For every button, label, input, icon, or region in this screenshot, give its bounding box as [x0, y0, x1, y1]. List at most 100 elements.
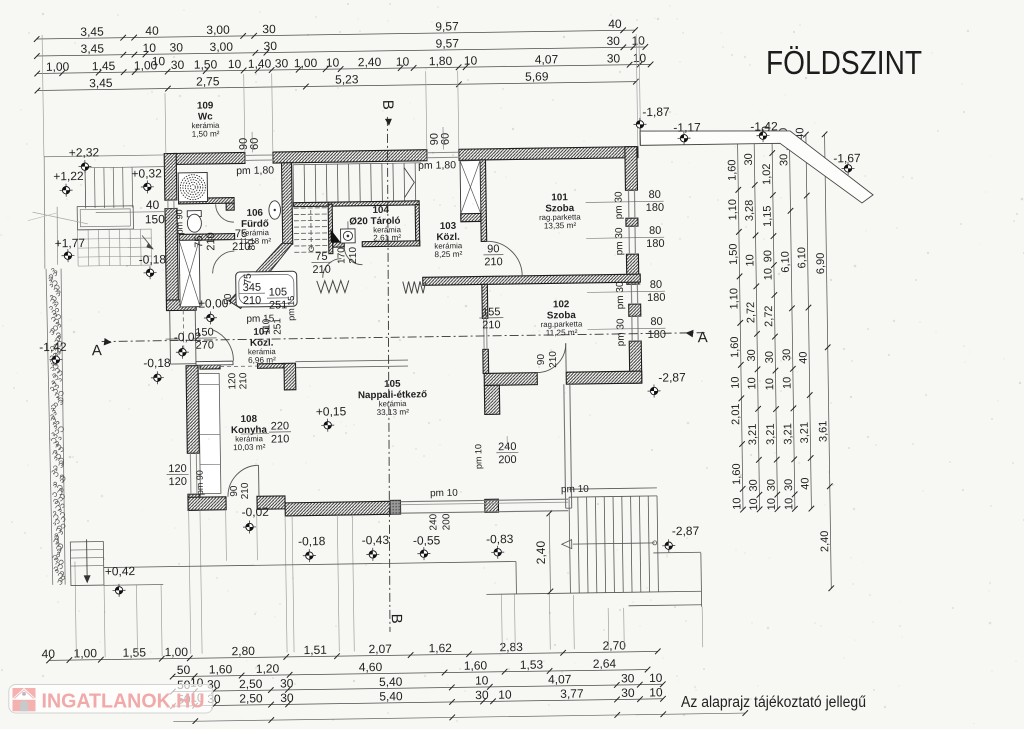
svg-text:1,51: 1,51: [303, 643, 327, 657]
svg-text:10,03 m²: 10,03 m²: [233, 443, 266, 452]
svg-text:30: 30: [171, 58, 185, 72]
svg-text:FÖLDSZINT: FÖLDSZINT: [766, 45, 922, 82]
svg-text:10: 10: [730, 376, 742, 388]
svg-text:210: 210: [271, 433, 290, 445]
svg-text:210: 210: [312, 264, 331, 276]
svg-text:40: 40: [145, 24, 159, 38]
svg-text:5,69: 5,69: [525, 69, 549, 83]
svg-text:2,50: 2,50: [239, 691, 263, 705]
svg-text:30: 30: [764, 351, 776, 363]
svg-text:30: 30: [778, 154, 790, 166]
svg-text:3,21: 3,21: [765, 423, 777, 445]
svg-text:30: 30: [621, 686, 635, 700]
svg-text:1,02: 1,02: [761, 163, 773, 185]
svg-text:2,40: 2,40: [358, 55, 382, 69]
svg-text:40: 40: [798, 351, 810, 363]
svg-text:210: 210: [548, 351, 559, 368]
svg-text:210: 210: [240, 482, 251, 499]
svg-text:2,01: 2,01: [730, 403, 742, 425]
svg-text:-0,43: -0,43: [362, 533, 390, 547]
svg-text:3,45: 3,45: [89, 76, 113, 90]
svg-text:108: 108: [241, 414, 258, 425]
svg-text:10: 10: [762, 268, 774, 280]
svg-text:120: 120: [168, 463, 187, 475]
svg-text:104: 104: [372, 205, 389, 216]
svg-text:9,57: 9,57: [435, 36, 459, 50]
svg-text:180: 180: [646, 202, 665, 214]
svg-text:3,00: 3,00: [210, 40, 234, 54]
svg-text:-0,18: -0,18: [143, 356, 171, 370]
svg-text:10: 10: [766, 498, 778, 510]
svg-text:10: 10: [744, 254, 756, 266]
svg-text:1,60: 1,60: [209, 662, 233, 676]
svg-text:10: 10: [396, 54, 410, 68]
svg-text:150: 150: [145, 212, 166, 226]
svg-text:+2,32: +2,32: [69, 145, 100, 159]
svg-text:10: 10: [152, 54, 166, 68]
svg-text:10: 10: [649, 671, 663, 685]
svg-text:pm 90: pm 90: [174, 209, 184, 234]
svg-text:+1,22: +1,22: [53, 169, 84, 183]
svg-text:13,35 m²: 13,35 m²: [544, 221, 577, 230]
svg-text:30: 30: [275, 56, 289, 70]
svg-text:106: 106: [247, 208, 264, 219]
svg-text:40: 40: [146, 198, 160, 212]
svg-text:1,53: 1,53: [520, 658, 544, 672]
svg-text:1,80: 1,80: [429, 54, 453, 68]
svg-text:1,50: 1,50: [728, 243, 740, 265]
svg-text:-0,18: -0,18: [139, 252, 167, 266]
svg-text:30: 30: [280, 676, 294, 690]
svg-text:2,64: 2,64: [593, 656, 617, 670]
svg-text:210: 210: [205, 232, 217, 251]
svg-text:-2,87: -2,87: [658, 370, 686, 384]
svg-text:210: 210: [243, 295, 262, 307]
svg-text:pm 1,80: pm 1,80: [418, 159, 456, 172]
svg-text:30: 30: [766, 479, 778, 491]
svg-text:Az alaprajz tájékoztató jelleg: Az alaprajz tájékoztató jellegű: [681, 694, 866, 711]
svg-text:60: 60: [440, 133, 452, 145]
svg-text:8,25 m²: 8,25 m²: [434, 250, 462, 259]
svg-text:251: 251: [269, 299, 288, 311]
svg-text:5,40: 5,40: [379, 689, 403, 703]
svg-text:30: 30: [264, 39, 278, 53]
svg-text:102: 102: [553, 299, 570, 310]
svg-text:80: 80: [650, 316, 662, 328]
svg-text:155: 155: [482, 306, 501, 318]
svg-text:10: 10: [731, 497, 743, 509]
svg-text:30: 30: [743, 153, 755, 165]
svg-text:pm 15: pm 15: [286, 296, 296, 321]
svg-text:4,07: 4,07: [548, 672, 572, 686]
svg-text:60: 60: [249, 138, 261, 150]
svg-text:3,77: 3,77: [560, 686, 584, 700]
svg-text:3,61: 3,61: [817, 421, 829, 443]
svg-text:10: 10: [326, 56, 340, 70]
svg-text:1,20: 1,20: [256, 661, 280, 675]
svg-text:80: 80: [648, 189, 660, 201]
svg-text:11,25 m²: 11,25 m²: [546, 328, 578, 337]
svg-text:30: 30: [606, 34, 620, 48]
svg-text:30: 30: [781, 349, 793, 361]
svg-text:10: 10: [498, 688, 512, 702]
svg-text:1,15: 1,15: [762, 205, 774, 227]
svg-text:-2,87: -2,87: [672, 524, 700, 538]
svg-text:2,80: 2,80: [231, 644, 255, 658]
svg-text:101: 101: [551, 192, 568, 203]
svg-text:+0,32: +0,32: [131, 166, 162, 180]
svg-text:-1,17: -1,17: [673, 120, 701, 134]
svg-text:2,40: 2,40: [534, 540, 548, 564]
svg-text:10: 10: [631, 33, 645, 47]
svg-text:pm 30: pm 30: [613, 191, 624, 219]
svg-text:pm 10: pm 10: [430, 488, 458, 499]
svg-text:10: 10: [475, 673, 489, 687]
svg-text:2,83: 2,83: [499, 640, 523, 654]
svg-text:6,10: 6,10: [796, 247, 808, 269]
svg-text:-0,02: -0,02: [241, 505, 269, 519]
svg-text:5,23: 5,23: [335, 72, 359, 86]
svg-text:6,90: 6,90: [815, 253, 827, 275]
svg-text:80: 80: [650, 279, 662, 291]
svg-text:200: 200: [441, 513, 452, 530]
svg-text:2,61 m²: 2,61 m²: [373, 233, 401, 242]
svg-text:1,45: 1,45: [92, 59, 116, 73]
svg-text:10: 10: [143, 41, 157, 55]
svg-text:33,13 m²: 33,13 m²: [377, 408, 410, 417]
